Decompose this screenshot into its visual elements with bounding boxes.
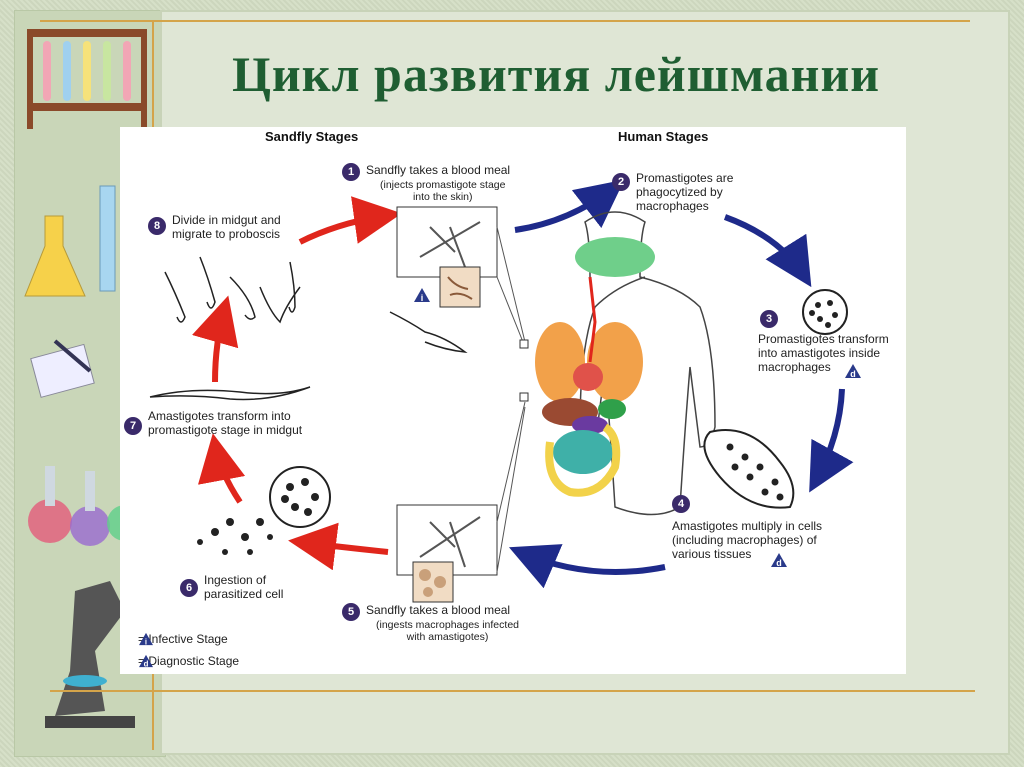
step-2-badge: 2 xyxy=(612,173,630,191)
colon xyxy=(545,423,621,497)
intestines xyxy=(553,430,613,474)
svg-text:d: d xyxy=(144,659,149,668)
step-3-badge: 3 xyxy=(760,310,778,328)
diagnostic-stage-marker-4: d xyxy=(771,553,787,568)
step-6-badge: 6 xyxy=(180,579,198,597)
step-7-label: Amastigotes transform into promastigote … xyxy=(148,409,303,437)
tissue-cell-amastigotes xyxy=(703,429,795,509)
diagnostic-stage-marker-3: d xyxy=(845,364,861,379)
header-sandfly-stages: Sandfly Stages xyxy=(265,129,359,144)
legend-diagnostic-text: = Diagnostic Stage xyxy=(138,654,240,668)
diagnostic-legend-icon: d xyxy=(139,654,153,668)
arrow-7-to-8 xyxy=(192,295,239,383)
top-accent-rule xyxy=(40,20,970,22)
macrophage-with-amastigotes xyxy=(802,289,848,335)
lifecycle-artwork xyxy=(149,179,854,603)
slide-title: Цикл развития лейшмании xyxy=(232,46,881,102)
promastigote-single xyxy=(389,311,468,354)
arrow-3-to-4 xyxy=(809,388,854,493)
step-4-badge: 4 xyxy=(672,495,690,513)
legend-infective-text: = Infective Stage xyxy=(138,632,228,646)
heart xyxy=(573,363,603,391)
step-1-badge: 1 xyxy=(342,163,360,181)
step-2-label: Promastigotes are phagocytized by macrop… xyxy=(636,171,734,213)
arrow-6-to-7 xyxy=(197,433,246,504)
arrow-8-to-1 xyxy=(298,196,402,245)
step-8-badge: 8 xyxy=(148,217,166,235)
header-human-stages: Human Stages xyxy=(618,129,709,144)
step-5-badge: 5 xyxy=(342,603,360,621)
parasitized-cell xyxy=(197,466,331,555)
bottom-accent-rule xyxy=(50,690,975,692)
lungs-right xyxy=(587,322,643,402)
midgut-promastigote xyxy=(149,386,311,401)
arrow-5-to-6 xyxy=(288,522,389,571)
step-3-label: Promastigotes transform into amastigotes… xyxy=(758,332,889,374)
step-5-label: Sandfly takes a blood meal xyxy=(366,603,511,617)
brain xyxy=(575,237,655,277)
step-5-sublabel: (ingests macrophages infected with amast… xyxy=(376,619,519,643)
step-1-sublabel: (injects promastigote stage into the ski… xyxy=(380,179,506,203)
step-7-badge: 7 xyxy=(124,417,142,435)
arrow-4-to-5 xyxy=(508,544,666,589)
arrow-1-to-2 xyxy=(514,179,625,233)
infective-stage-marker-1: i xyxy=(414,288,430,303)
svg-text:i: i xyxy=(421,293,424,303)
arrow-2-to-3 xyxy=(723,214,812,288)
step-8-label: Divide in midgut and migrate to probosci… xyxy=(172,213,281,241)
lungs-left xyxy=(535,322,585,402)
svg-text:d: d xyxy=(850,369,856,379)
promastigotes-in-proboscis xyxy=(164,256,301,324)
legend-infective: i = Infective Stage xyxy=(138,632,228,646)
step-4-label: Amastigotes multiply in cells (including… xyxy=(672,519,823,561)
spleen xyxy=(572,416,608,434)
stomach xyxy=(598,399,626,419)
infected-macrophage-inset xyxy=(412,561,454,603)
legend-diagnostic: d = Diagnostic Stage xyxy=(138,654,239,668)
svg-text:d: d xyxy=(776,558,782,568)
step-1-label: Sandfly takes a blood meal xyxy=(366,163,511,177)
infective-legend-icon: i xyxy=(139,632,153,646)
svg-text:i: i xyxy=(145,637,147,646)
leishmania-lifecycle-diagram: Sandfly Stages Human Stages 1 Sandfly ta… xyxy=(120,127,906,674)
step-6-label: Ingestion of parasitized cell xyxy=(204,573,284,601)
lab-equipment-illustration xyxy=(24,29,147,728)
